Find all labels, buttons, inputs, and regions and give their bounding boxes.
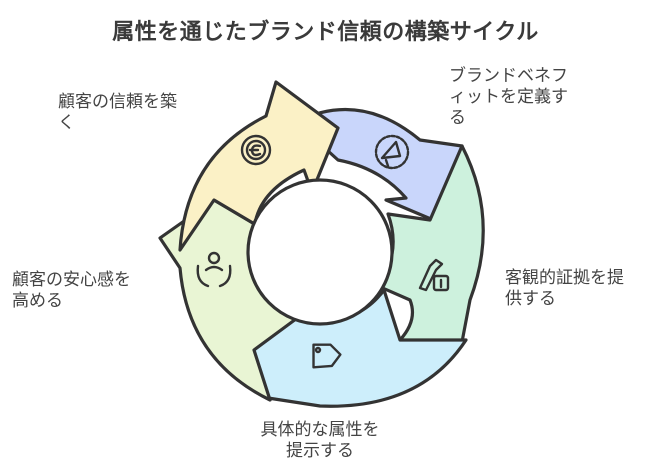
step-label-objective-evidence: 客観的証拠を提 供する	[505, 268, 624, 309]
diagram-title: 属性を通じたブランド信頼の構築サイクル	[112, 20, 539, 45]
megaphone-icon	[374, 134, 410, 170]
euro-coin-icon	[240, 134, 272, 166]
step-label-specific-attributes: 具体的な属性を 提示する	[260, 420, 380, 461]
document-pen-icon	[418, 258, 450, 292]
step-label-customer-reassurance: 顧客の安心感を 高める	[12, 270, 131, 311]
price-tag-icon	[312, 343, 342, 369]
person-hands-icon	[196, 251, 232, 288]
step-label-build-trust: 顧客の信頼を築 く	[58, 92, 177, 133]
step-label-define-benefit: ブランドベネフ ィットを定義す る	[449, 66, 568, 128]
